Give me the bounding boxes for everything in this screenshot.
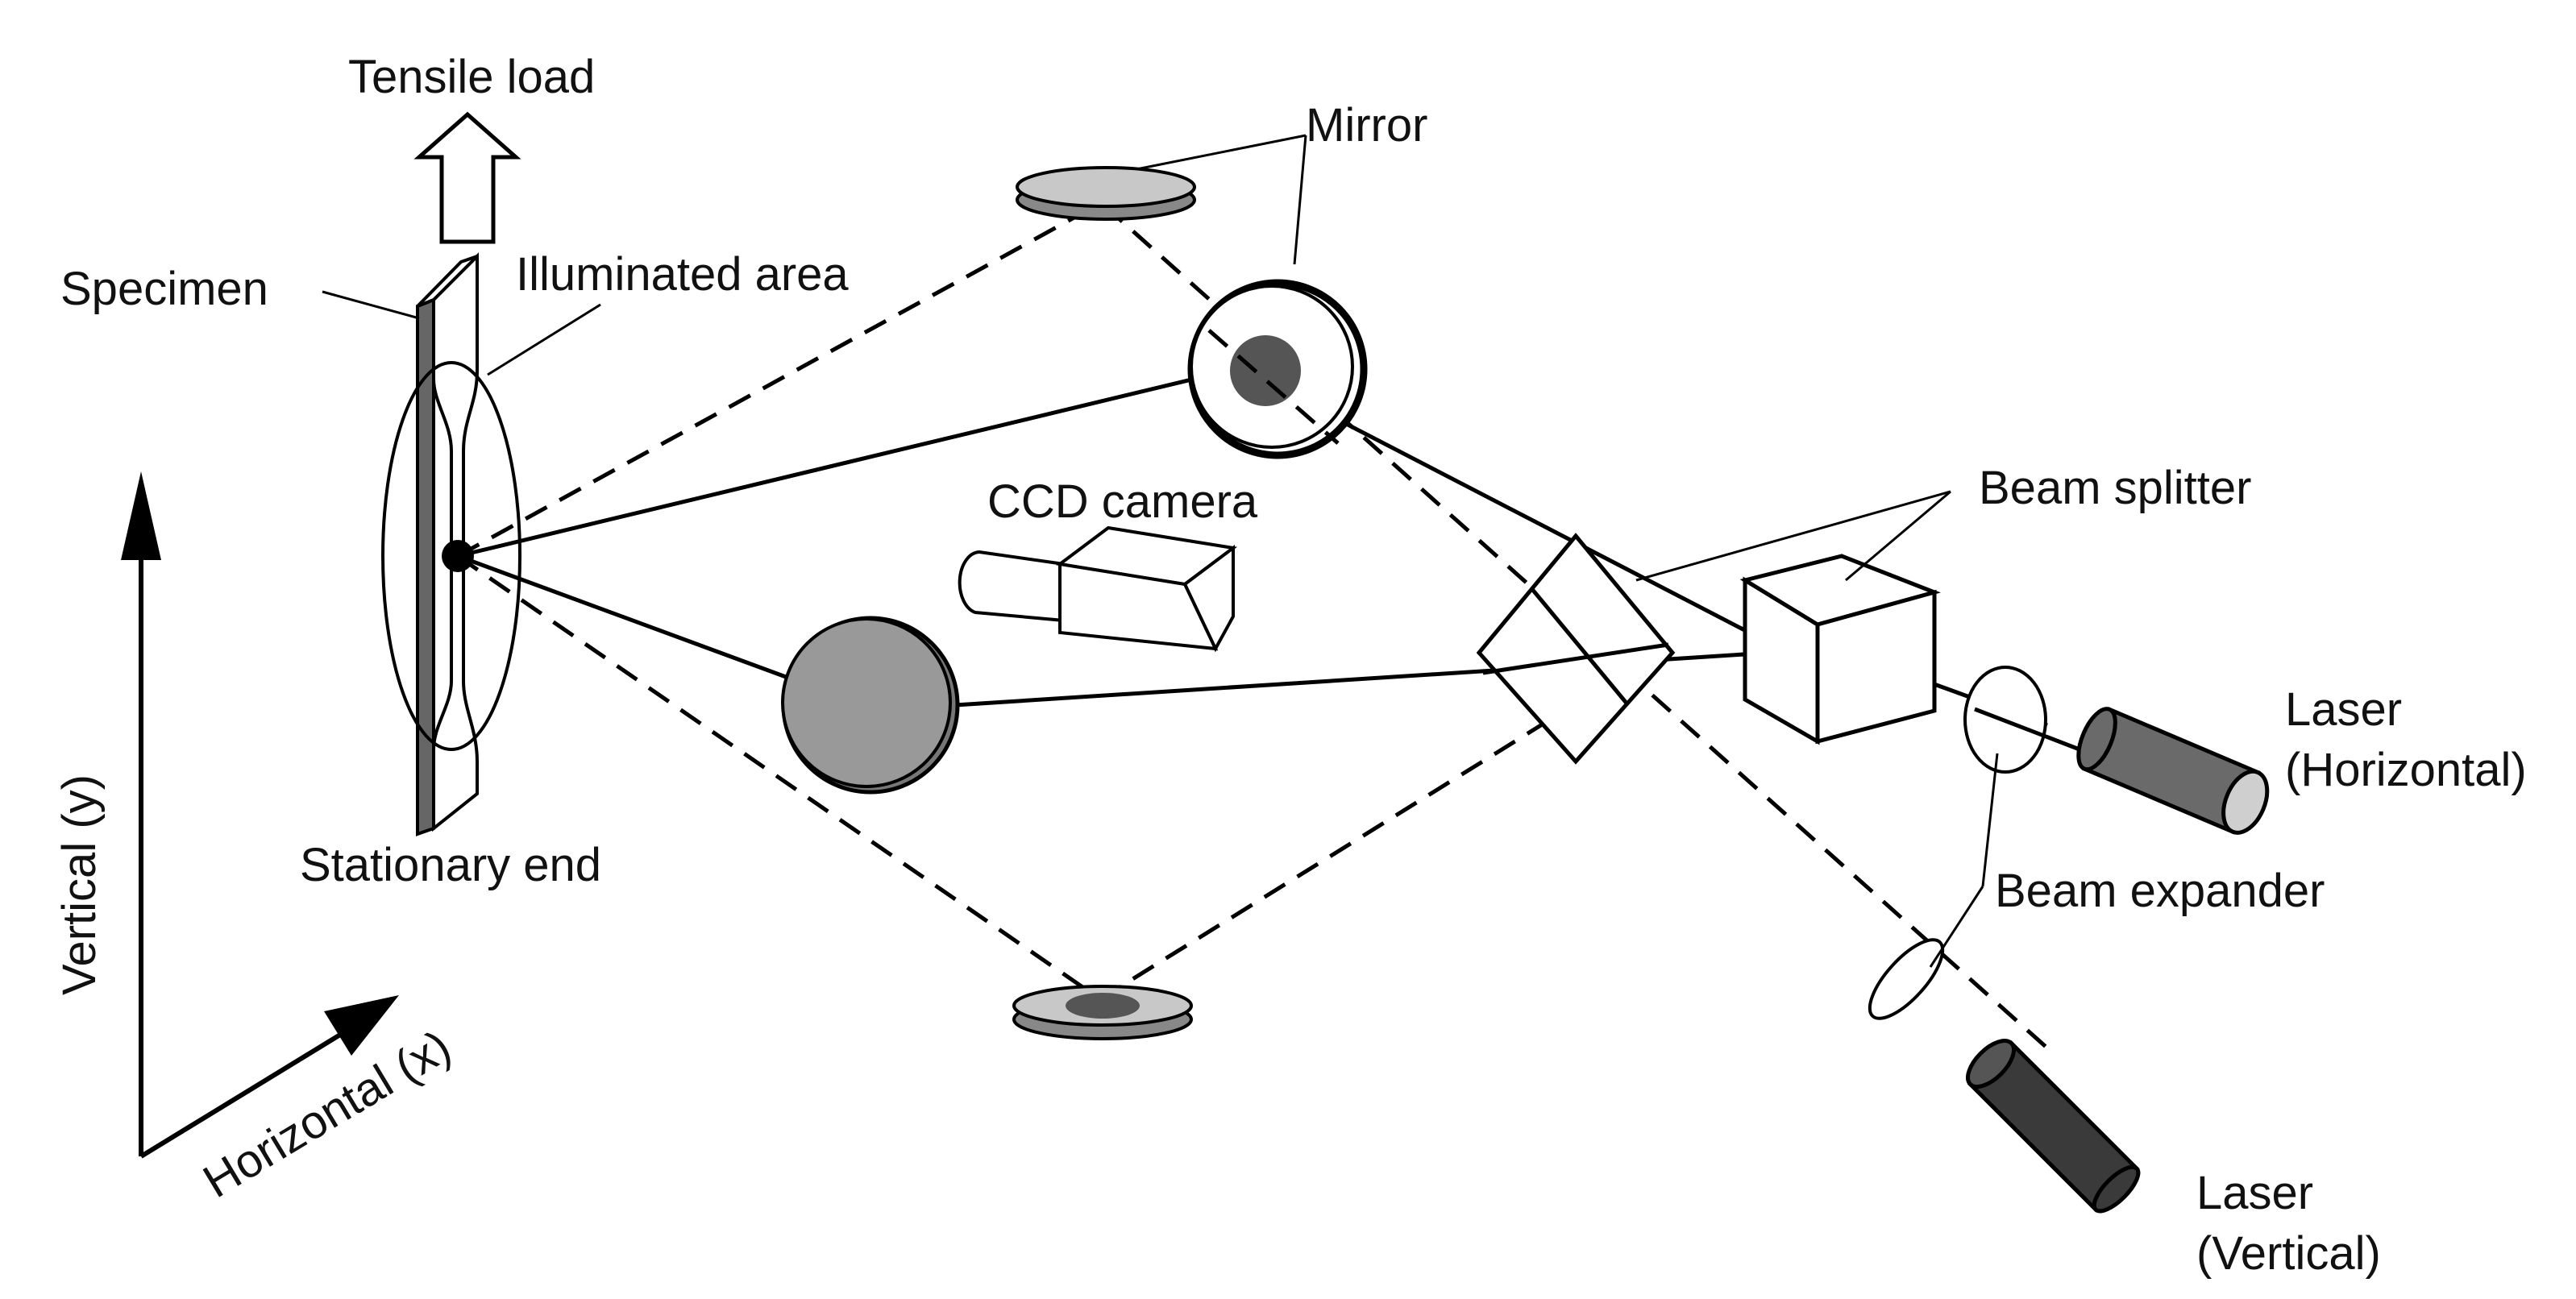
cube-side — [1815, 589, 1937, 745]
right-mirror-spot — [1230, 335, 1301, 406]
right-mirror — [1187, 279, 1368, 459]
top-mirror-face — [1016, 166, 1196, 208]
specimen-leader — [322, 290, 420, 320]
beam-to-right-mirror — [457, 364, 1246, 558]
laser-vertical-back — [2092, 1164, 2141, 1214]
specimen-label: Specimen — [60, 263, 268, 315]
stationary-end-label: Stationary end — [300, 839, 601, 891]
ccd-camera — [958, 525, 1237, 653]
laser-horizontal-label-line1: Laser — [2285, 683, 2402, 736]
ccd-camera-label: CCD camera — [987, 475, 1258, 528]
ccd-body-front — [1058, 562, 1219, 651]
vertical-axis-arrowhead — [121, 471, 161, 560]
splitter-beam-cross — [1482, 642, 1669, 675]
expander-beam-through — [1974, 707, 2080, 752]
dashed-specimen-to-bottom-mirror — [456, 554, 1102, 1002]
illuminated-area-label: Illuminated area — [516, 248, 849, 301]
laser-horizontal-cap — [2221, 769, 2270, 835]
diamond-splitter-divider — [1530, 587, 1630, 707]
dashed-specimen-to-top-mirror — [456, 203, 1098, 558]
beam-splitter-label: Beam splitter — [1979, 462, 2251, 514]
specimen-top-face — [416, 255, 479, 308]
beam-expander-leader-1 — [1981, 753, 1999, 887]
dashed-bottom-mirror-to-splitter — [1099, 699, 1581, 1002]
mirror-leader-top — [1136, 134, 1307, 171]
laser-vertical-label-line1: Laser — [2196, 1167, 2313, 1219]
tensile-load-arrow — [413, 111, 521, 244]
top-mirror — [1016, 166, 1196, 221]
laser-horizontal-label-line2: (Horizontal) — [2285, 744, 2527, 796]
specimen-side-face — [416, 297, 435, 836]
beam-splitter-leader-2 — [1845, 490, 1951, 582]
beam-splitter-leader-1 — [1635, 490, 1951, 582]
laser-horizontal — [2076, 707, 2270, 835]
beam-expander-label: Beam expander — [1995, 865, 2325, 917]
beam-to-big-mirror — [457, 554, 787, 679]
beam-expander-leader-2 — [1929, 886, 1984, 968]
mirror-label: Mirror — [1306, 99, 1427, 151]
diamond-beam-splitter — [1476, 533, 1676, 765]
tensile-load-label: Tensile load — [348, 51, 595, 103]
bottom-mirror-spot — [1066, 993, 1140, 1019]
illuminated-area-ellipse — [381, 361, 521, 751]
horizontal-axis-arrowhead — [324, 995, 399, 1056]
laser-vertical-label-line2: (Vertical) — [2196, 1227, 2381, 1280]
ccd-lens — [958, 550, 1066, 623]
large-mirror — [781, 616, 960, 795]
axes — [139, 532, 360, 1159]
cube-beam-splitter — [1739, 554, 1941, 745]
large-mirror-face — [781, 617, 952, 788]
horizontal-axis-line — [139, 1021, 360, 1159]
laser-vertical — [1966, 1039, 2141, 1214]
beam-mirror-to-splitter — [1304, 400, 1759, 639]
laser-horizontal-back — [2076, 707, 2117, 772]
laser-vertical-cap — [1966, 1039, 2016, 1089]
vertical-axis-label: Vertical (y) — [53, 774, 106, 995]
right-mirror-dash-overlay — [1207, 329, 1340, 445]
beam-expander-vertical — [1868, 938, 1945, 1020]
illuminated-area-leader — [487, 303, 601, 376]
diamond-splitter-outline — [1476, 533, 1676, 765]
mirror-leader-right — [1293, 135, 1307, 265]
bottom-mirror — [1012, 985, 1193, 1040]
horizontal-axis-label: Horizontal (x) — [194, 1020, 459, 1208]
